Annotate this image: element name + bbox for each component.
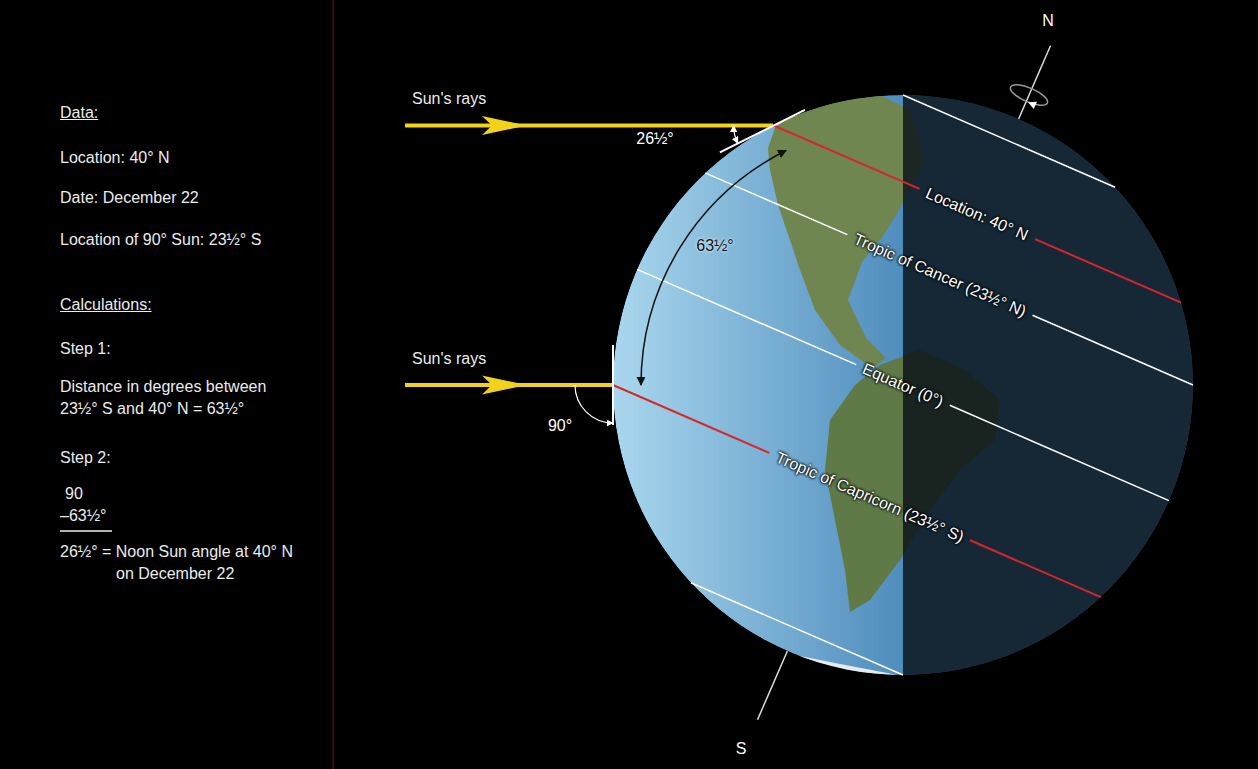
sun-ray [405, 124, 773, 128]
data-text: Location of 90° Sun: 23½° S [60, 229, 261, 250]
data-text: Location: 40° N [60, 147, 170, 168]
latitude-line [1033, 315, 1193, 385]
data-text: Date: December 22 [60, 187, 199, 208]
latitude-line [970, 540, 1101, 597]
ray-arrowhead [482, 376, 527, 395]
angle-label: 90° [548, 415, 572, 436]
latitude-line [613, 385, 769, 453]
axis-line [758, 651, 788, 720]
pole-label: N [1042, 10, 1054, 31]
tangent-line [612, 345, 614, 425]
divider-line [333, 0, 334, 769]
latitude-line [705, 173, 847, 235]
result-text: 26½° = Noon Sun angle at 40° N on Decemb… [60, 541, 304, 585]
antarctic-circle-line [691, 583, 903, 675]
angle-label: 26½° [636, 128, 674, 149]
calc-text: Distance in degrees between 23½° S and 4… [60, 376, 288, 420]
rays-label: Sun's rays [412, 88, 486, 109]
latitude-line [774, 126, 920, 189]
heading-text: Data: [60, 102, 98, 123]
night-side [903, 80, 1223, 700]
angle-arc [575, 385, 613, 423]
rotation-arrowhead [1026, 99, 1037, 110]
arctic-circle-line [903, 95, 1115, 187]
continent [768, 95, 925, 368]
angle-arc [641, 151, 786, 386]
rotation-arrow [1006, 81, 1050, 113]
tangent-line [720, 110, 805, 152]
angle-arc [734, 126, 738, 144]
latitude-line [1035, 239, 1181, 302]
rotation-ellipse [1008, 81, 1050, 110]
step-label: Step 2: [60, 447, 111, 468]
calc-number: –63½° [60, 505, 106, 526]
heading-text: Calculations: [60, 294, 152, 315]
pole-label: S [736, 738, 747, 759]
rays-label: Sun's rays [412, 348, 486, 369]
axis-line [1019, 46, 1051, 119]
ice-cap [700, 640, 903, 700]
latitude-line [950, 405, 1169, 500]
subtraction-rule [60, 530, 112, 532]
ray-arrowhead [482, 116, 527, 135]
step-label: Step 1: [60, 338, 111, 359]
globe [613, 80, 1223, 700]
latitude-line [637, 269, 856, 364]
angle-label: 63½° [696, 235, 734, 256]
calc-number: 90 [65, 483, 83, 504]
